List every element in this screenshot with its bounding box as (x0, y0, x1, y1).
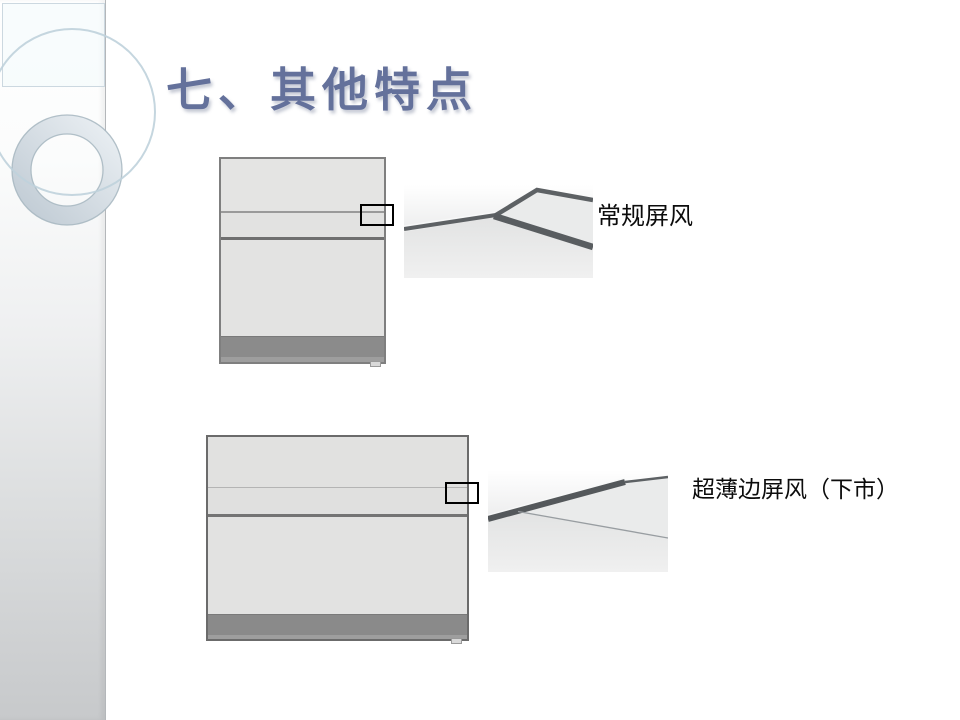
ultrathin-screen-label: 超薄边屏风（下市） (692, 477, 899, 503)
ultrathin-callout-rectangle (445, 482, 479, 504)
regular-callout-rectangle (360, 204, 394, 226)
slide-title: 七、其他特点 (166, 63, 478, 117)
ultrathin-screen-front-image (206, 435, 469, 644)
corner-square-decoration (2, 3, 105, 87)
regular-screen-label: 常规屏风 (597, 202, 693, 230)
panel-foot (451, 638, 462, 644)
regular-screen-front-image (219, 157, 386, 367)
ultrathin-edge-detail-image (488, 470, 668, 572)
panel-foot (370, 361, 381, 367)
regular-edge-detail-image (404, 185, 593, 278)
circles-decoration-icon (0, 28, 156, 226)
